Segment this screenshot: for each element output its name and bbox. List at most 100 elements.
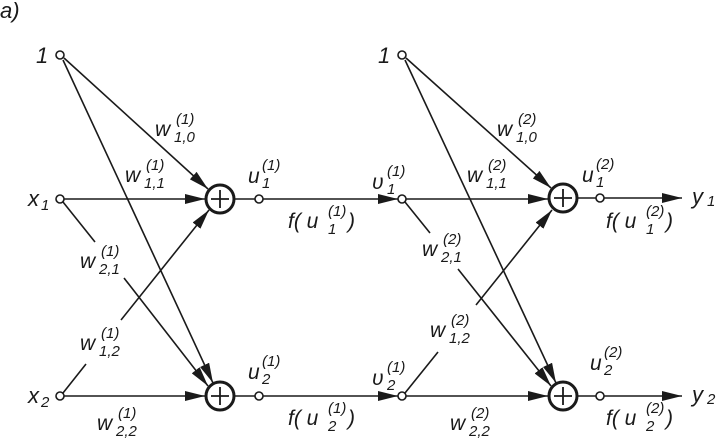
bias2-label: 1	[378, 43, 390, 68]
f-u1-l2-label: f( u (2) 1 )	[606, 203, 673, 238]
svg-text:f( u: f( u	[606, 407, 637, 430]
svg-text:1: 1	[646, 221, 654, 238]
svg-text:(1): (1)	[387, 163, 405, 180]
svg-text:(2): (2)	[596, 156, 614, 173]
svg-text:(2): (2)	[488, 157, 506, 174]
w10-l1-label: w (1) 1,0	[155, 111, 196, 146]
panel-label: a)	[0, 0, 20, 23]
u1-l2-label: u (2) 1	[582, 156, 614, 191]
svg-text:(2): (2)	[646, 400, 664, 417]
bias1-node	[55, 50, 65, 60]
sum-node-4	[547, 380, 579, 412]
svg-text:(1): (1)	[176, 111, 194, 128]
svg-text:1: 1	[262, 175, 270, 192]
svg-text:(1): (1)	[262, 353, 280, 370]
f-u1-l1-label: f( u (1) 1 )	[288, 203, 355, 238]
sum-node-3	[547, 182, 579, 214]
sum-node-1	[204, 183, 236, 215]
svg-text:f( u: f( u	[288, 407, 319, 430]
w22-l2-label: w (2) 2,2	[450, 405, 491, 440]
svg-text:(1): (1)	[101, 243, 119, 260]
sum-node-2	[204, 380, 236, 412]
u1-layer2-node	[595, 193, 605, 203]
w11-l2-label: w (2) 1,1	[467, 157, 507, 192]
edge-bias1-sum1	[63, 57, 209, 190]
svg-text:2,2: 2,2	[115, 423, 138, 440]
bias1-label: 1	[36, 43, 48, 68]
v1-label: υ (1) 1	[372, 163, 405, 198]
v2-node	[397, 391, 407, 401]
svg-text:2,1: 2,1	[440, 249, 462, 266]
edge-bias2-sum3	[405, 57, 552, 189]
x1-node	[55, 194, 65, 204]
svg-text:2,1: 2,1	[98, 261, 120, 278]
v2-label: υ (1) 2	[372, 359, 405, 394]
svg-text:(2): (2)	[646, 203, 664, 220]
svg-text:w: w	[497, 118, 514, 141]
svg-text:(2): (2)	[471, 405, 489, 422]
layer2-edges	[404, 57, 682, 401]
svg-text:1,0: 1,0	[516, 129, 538, 146]
svg-text:υ: υ	[372, 171, 384, 194]
svg-text:(1): (1)	[118, 405, 136, 422]
svg-text:u: u	[248, 165, 260, 188]
u2-layer2-node	[595, 391, 605, 401]
svg-text:2: 2	[261, 371, 271, 388]
edge-w12-sum1	[120, 209, 210, 321]
svg-text:(1): (1)	[328, 400, 346, 417]
w21-l1-label: w (1) 2,1	[80, 243, 120, 278]
svg-text:w: w	[80, 332, 97, 355]
svg-text:(1): (1)	[262, 157, 280, 174]
svg-text:): )	[663, 210, 673, 233]
u1-l1-label: u (1) 1	[248, 157, 280, 192]
svg-text:1: 1	[596, 174, 604, 191]
svg-text:w: w	[430, 319, 447, 342]
svg-text:): )	[663, 407, 673, 430]
svg-text:u: u	[582, 164, 594, 187]
svg-text:(2): (2)	[443, 231, 461, 248]
svg-text:w: w	[97, 412, 114, 435]
svg-text:2,2: 2,2	[468, 423, 491, 440]
svg-text:1: 1	[328, 221, 336, 238]
svg-text:2: 2	[386, 377, 396, 394]
bias2-node	[397, 50, 407, 60]
svg-text:1,2: 1,2	[449, 330, 471, 347]
x2-node	[55, 391, 65, 401]
f-u2-l1-label: f( u (1) 2 )	[288, 400, 355, 435]
edge-w12-sum3	[475, 209, 553, 306]
svg-text:f( u: f( u	[606, 210, 637, 233]
v1-node	[397, 194, 407, 204]
w12-l1-label: w (1) 1,2	[80, 325, 121, 360]
u2-layer1-node	[254, 391, 264, 401]
svg-text:u: u	[590, 352, 602, 375]
edge-w21-sum4	[457, 268, 552, 387]
w11-l1-label: w (1) 1,1	[125, 157, 165, 192]
svg-text:(2): (2)	[604, 344, 622, 361]
svg-text:(2): (2)	[451, 312, 469, 329]
svg-text:(1): (1)	[387, 359, 405, 376]
edge-bias1-sum2	[62, 59, 214, 384]
svg-text:2: 2	[327, 418, 337, 435]
w21-l2-label: w (2) 2,1	[422, 231, 462, 266]
u2-l2-label: u (2) 2	[590, 344, 622, 379]
svg-text:(1): (1)	[101, 325, 119, 342]
svg-text:): )	[345, 407, 355, 430]
layer1-edges	[62, 57, 398, 401]
svg-text:w: w	[450, 412, 467, 435]
svg-text:(2): (2)	[518, 111, 536, 128]
svg-text:υ: υ	[372, 367, 384, 390]
svg-text:): )	[345, 210, 355, 233]
svg-text:2: 2	[603, 362, 613, 379]
w10-l2-label: w (2) 1,0	[497, 111, 538, 146]
edge-v1-w21	[404, 201, 431, 234]
edge-x2-w12	[62, 363, 87, 394]
svg-text:w: w	[155, 118, 172, 141]
svg-text:1,0: 1,0	[174, 129, 196, 146]
nodes	[55, 50, 605, 401]
edge-w21-sum2	[123, 277, 209, 387]
svg-text:2: 2	[645, 418, 655, 435]
